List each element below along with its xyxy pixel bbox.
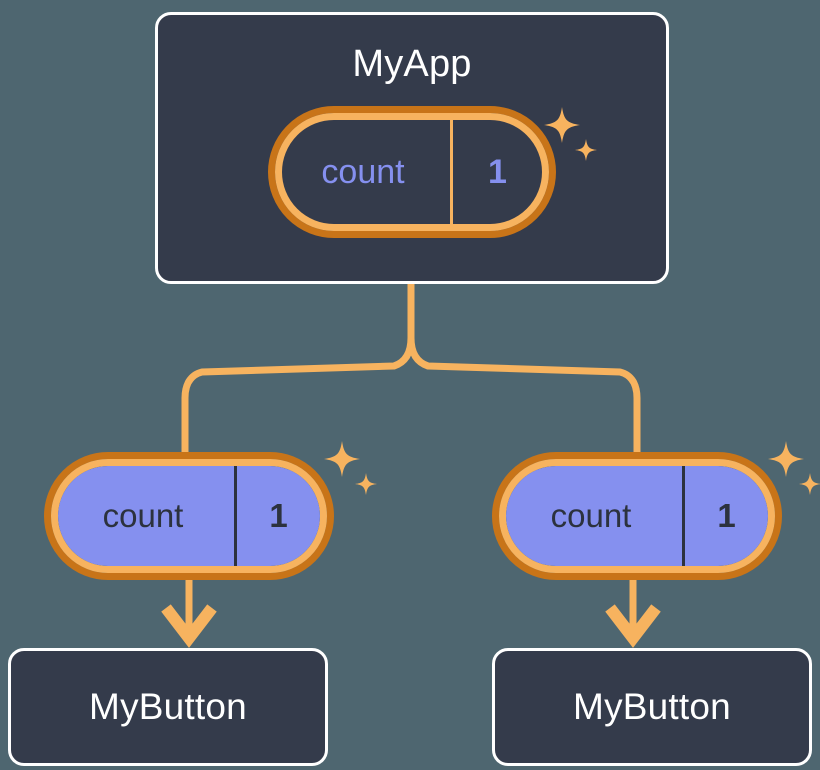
pill-outer-ring: count 1 — [492, 452, 782, 580]
pill-outer-ring: count 1 — [268, 106, 556, 238]
state-pill-right[interactable]: count 1 — [492, 452, 782, 580]
fork-connector — [407, 280, 641, 462]
component-card-mybutton-left[interactable]: MyButton — [8, 648, 328, 766]
component-card-label: MyButton — [89, 686, 247, 727]
state-key-label: count — [321, 152, 405, 191]
state-value-label: 1 — [450, 120, 542, 224]
fork-connector-left — [181, 334, 415, 462]
pill-inner-ring: count 1 — [51, 459, 327, 573]
state-pill-myapp[interactable]: count 1 — [268, 106, 556, 238]
component-card-mybutton-right[interactable]: MyButton — [492, 648, 812, 766]
pill-body: count 1 — [506, 466, 768, 566]
state-pill-left[interactable]: count 1 — [44, 452, 334, 580]
state-key-label: count — [550, 497, 632, 534]
state-value-label: 1 — [682, 466, 768, 566]
component-card-label: MyButton — [573, 686, 731, 727]
page-title: MyApp — [352, 43, 472, 85]
pill-inner-ring: count 1 — [499, 459, 775, 573]
pill-outer-ring: count 1 — [44, 452, 334, 580]
pill-inner-ring: count 1 — [275, 113, 549, 231]
pill-body: count 1 — [282, 120, 542, 224]
state-value-label: 1 — [234, 466, 320, 566]
arrow-down-icon-left — [161, 572, 217, 648]
pill-body: count 1 — [58, 466, 320, 566]
arrow-down-icon-right — [605, 572, 661, 648]
state-key-label: count — [102, 497, 184, 534]
